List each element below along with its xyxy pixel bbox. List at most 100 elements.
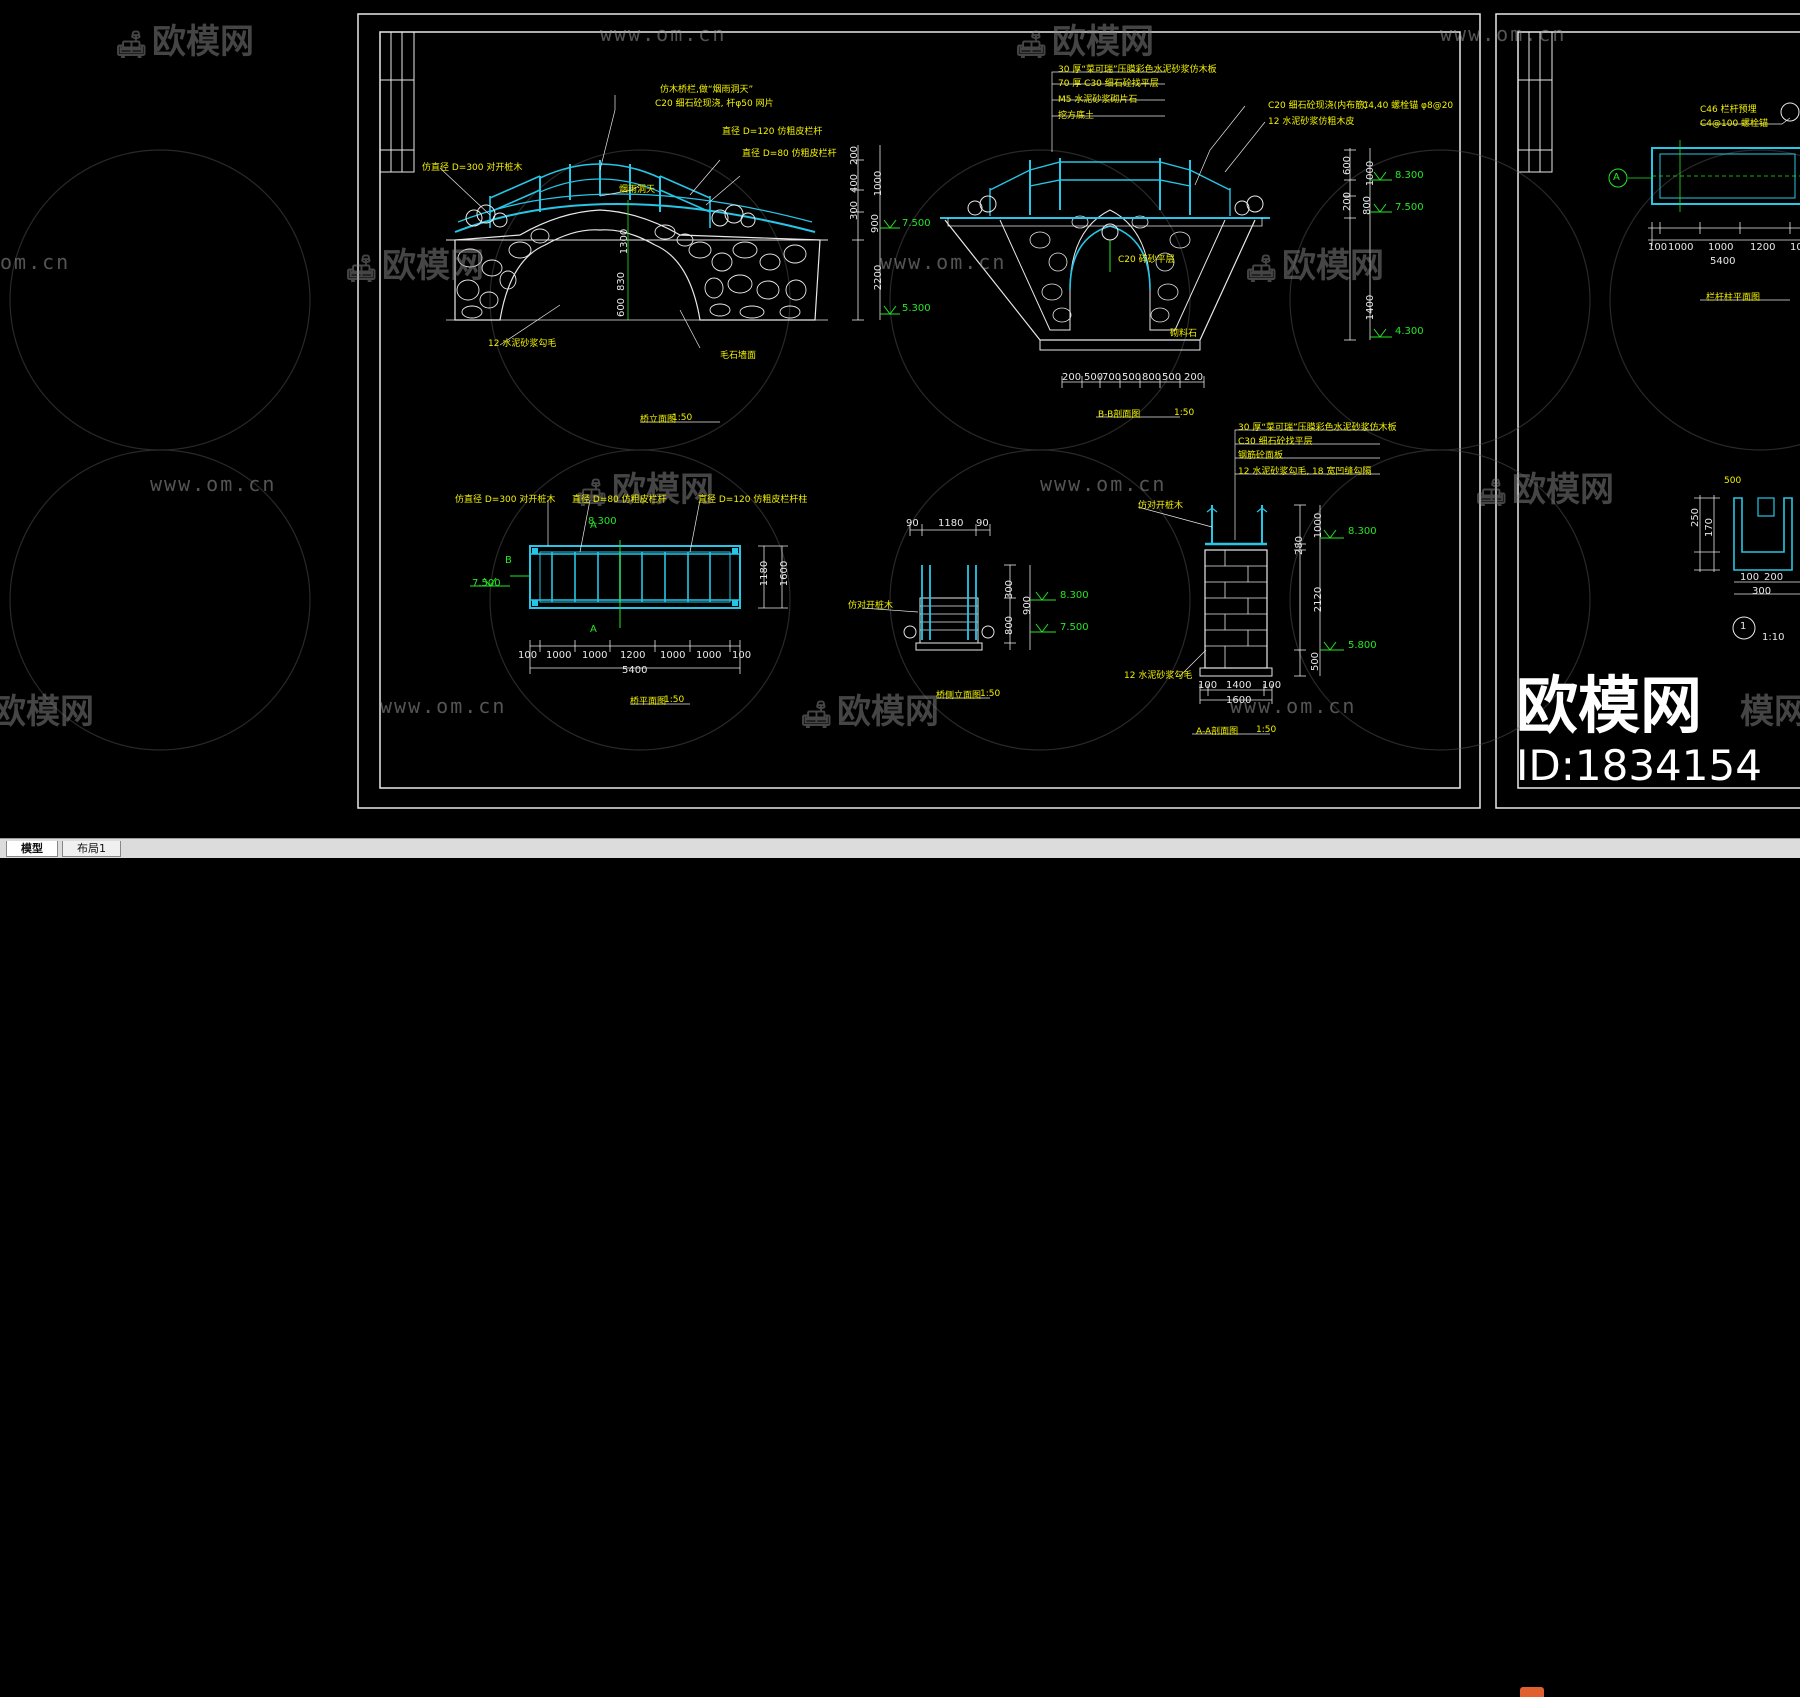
dim-text: 600 — [1342, 155, 1354, 176]
dim-text: 1600 — [779, 560, 791, 587]
note: 30 厚“菜可瑞”压膜彩色水泥砂浆仿木板 — [1058, 65, 1217, 75]
section-mark: A — [590, 520, 597, 531]
railing-plan-drawing — [1608, 102, 1800, 301]
dim-text: 800 — [1004, 615, 1016, 636]
sofa-logo-icon: 🛋 — [1245, 254, 1279, 284]
sheet2-inner-frame — [1517, 31, 1800, 789]
dim-text: 300 — [1752, 586, 1772, 597]
level-mark: 8.300 — [588, 516, 617, 527]
note: 仿对开桩木 — [1138, 501, 1184, 511]
view-scale: 1:50 — [1256, 725, 1277, 735]
note: 直径 D=80 仿粗皮栏杆 — [572, 495, 667, 505]
note: 12 水泥砂浆勾毛, 18 宽凹缝勾隔 — [1238, 467, 1372, 477]
note: 仿木桥栏,做“烟雨洞天” — [660, 85, 754, 95]
sheet1-inner-frame — [379, 31, 1461, 789]
sofa-logo-icon: 🛋 — [800, 700, 834, 730]
app-status-icon — [1520, 1687, 1544, 1697]
note: M5 水泥砂浆砌片石 — [1058, 95, 1138, 105]
bridge-elevation-drawing — [439, 95, 900, 423]
dim-text: 500 — [1162, 372, 1182, 383]
watermark-url: om.cn — [0, 250, 71, 274]
dim-text: 100 — [1198, 680, 1218, 691]
dim-text: 1300 — [619, 228, 631, 255]
dim-text: 2120 — [1313, 586, 1325, 613]
watermark-logo: 🛋欧模网 — [1475, 470, 1615, 510]
level-mark: 8.300 — [1348, 526, 1377, 537]
dim-text: 900 — [1022, 595, 1034, 616]
model-id-overlay: 欧模网 ID:1834154 — [1516, 675, 1762, 789]
cad-drawing — [9, 13, 1800, 809]
dim-text: 1000 — [696, 650, 722, 661]
sofa-logo-icon: 🛋 — [115, 30, 149, 60]
watermark-logo: 🛋欧模网 — [345, 246, 485, 286]
note: C20 碎砂平层 — [1118, 255, 1175, 265]
tab-model[interactable]: 模型 — [6, 841, 58, 857]
dim-text: 1200 — [620, 650, 646, 661]
watermark-url: www.om.cn — [600, 22, 727, 46]
section-aa-drawing — [1137, 429, 1380, 735]
watermark-logo: 🛋欧模网 — [1245, 246, 1385, 286]
watermark-logo: 🛋欧模网 — [575, 470, 715, 510]
dim-text: 1000 — [873, 170, 885, 197]
watermark-logo: 🛋欧模网 — [1015, 22, 1155, 62]
dim-text: 1180 — [759, 560, 771, 587]
view-scale: 1:50 — [664, 695, 685, 705]
view-title-side-elevation: 桥侧立面图 — [936, 691, 982, 701]
note: 仿对开桩木 — [848, 601, 894, 611]
level-mark: 7.500 — [902, 218, 931, 229]
note: 直径 D=80 仿粗皮栏杆 — [742, 149, 837, 159]
level-mark: 7.500 — [472, 578, 501, 589]
level-mark: 8.300 — [1060, 590, 1089, 601]
dim-text: 600 — [616, 297, 628, 318]
brand-overlay-text: 欧模网 — [1516, 669, 1703, 742]
view-title-plan: 桥平面图 — [630, 697, 667, 707]
dim-text: 800 — [1362, 195, 1374, 216]
note: 12 水泥砂浆仿粗木皮 — [1268, 117, 1355, 127]
dim-text: 500 — [1084, 372, 1104, 383]
note: C20 细石砼现浇, 杆φ50 网片 — [655, 99, 774, 109]
sofa-logo-icon: 🛋 — [345, 254, 379, 284]
dim-text: 200 — [1764, 572, 1784, 583]
note: 仿直径 D=300 对开桩木 — [455, 495, 556, 505]
dim-text: 900 — [870, 213, 882, 234]
dim-text: 100 — [1740, 572, 1760, 583]
dim-text: 5400 — [622, 665, 648, 676]
watermark-circles — [9, 149, 1800, 751]
model-space-canvas[interactable]: www.om.cn www.om.cn om.cn www.om.cn www.… — [0, 0, 1800, 838]
axis-mark: A — [1613, 172, 1620, 183]
dim-text: 300 — [849, 200, 861, 221]
dim-text: 1000 — [1668, 242, 1694, 253]
dim-text: 500 — [1724, 476, 1742, 486]
dim-text: 300 — [1004, 579, 1016, 600]
dim-text: 90 — [906, 518, 919, 529]
view-title-section-bb: B-B剖面图 — [1098, 410, 1141, 420]
dim-text: 500 — [1122, 372, 1142, 383]
sheet2-outer-frame — [1495, 13, 1800, 809]
note: 挖方底土 — [1058, 111, 1095, 121]
railing-detail-drawing — [1694, 495, 1800, 640]
note: C46 栏杆预埋 — [1700, 105, 1757, 115]
sheet2-title-strip — [1517, 31, 1553, 173]
note: 30 厚“菜可瑞”压膜彩色水泥砂浆仿木板 — [1238, 423, 1397, 433]
level-mark: 5.800 — [1348, 640, 1377, 651]
dim-text: 1000 — [660, 650, 686, 661]
view-scale: 1:50 — [1174, 408, 1195, 418]
note: C20 细石砼现浇(内布筋) — [1268, 101, 1368, 111]
note: 毛石墙面 — [720, 351, 757, 361]
dim-text: 1600 — [1226, 695, 1252, 706]
side-elevation-drawing — [861, 524, 1056, 699]
dim-text: 100 — [1262, 680, 1282, 691]
note: 直径 D=120 仿粗皮栏杆 — [722, 127, 823, 137]
watermark-logo: 欧模网 — [0, 692, 94, 732]
bridge-plan-drawing — [470, 499, 788, 705]
tab-layout1[interactable]: 布局1 — [62, 841, 121, 857]
watermark-url: www.om.cn — [150, 472, 277, 496]
detail-mark: 1 — [1740, 621, 1747, 632]
dim-text: 1000 — [546, 650, 572, 661]
dim-text: 90 — [976, 518, 989, 529]
layout-tab-bar: 模型 布局1 — [0, 838, 1800, 1697]
note: 70 厚 C30 细石砼找平层 — [1058, 79, 1159, 89]
dim-text: 5400 — [1710, 256, 1736, 267]
dim-text: 250 — [1690, 507, 1702, 528]
level-mark: 7.500 — [1395, 202, 1424, 213]
